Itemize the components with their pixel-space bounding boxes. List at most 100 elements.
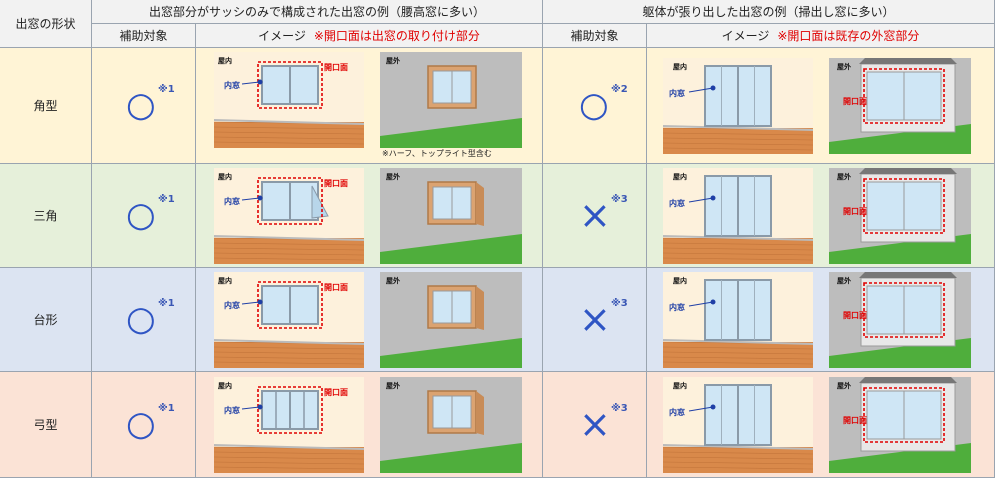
circle-mark-icon: ○: [126, 85, 156, 125]
row-shape-cell: 弓型: [0, 372, 92, 478]
indoor-label: 屋内: [673, 173, 687, 181]
outdoor-illustration: 屋外開口面: [829, 377, 971, 473]
row-note-b: ※3: [611, 194, 628, 205]
header-image-b-prefix: イメージ: [721, 29, 770, 43]
opening-label: 開口面: [843, 207, 867, 216]
indoor-illustration: 屋内内窓開口面: [214, 272, 364, 368]
header-subsidy-b: 補助対象: [543, 24, 647, 48]
row-image-b-cell: 屋内内窓屋外開口面: [647, 372, 995, 478]
indoor-label: 屋内: [218, 173, 232, 181]
outdoor-label: 屋外: [837, 63, 851, 71]
row-image-a-cell: 屋内内窓 開口面 屋外: [196, 164, 543, 268]
indoor-label: 屋内: [218, 277, 232, 285]
row-image-a-cell: 屋内内窓 開口面 屋外: [196, 372, 543, 478]
opening-label: 開口面: [324, 388, 348, 397]
row-subsidy-a-cell: ○※1: [92, 268, 196, 372]
header-image-a-prefix: イメージ: [258, 29, 306, 43]
header-subsidy-b-text: 補助対象: [570, 29, 619, 43]
row-shape-cell: 台形: [0, 268, 92, 372]
outdoor-illustration: 屋外開口面: [829, 168, 971, 264]
opening-label: 開口面: [324, 179, 348, 188]
row-note-a: ※1: [158, 84, 175, 95]
outdoor-label: 屋外: [837, 173, 851, 181]
row-note-b: ※3: [611, 403, 628, 414]
indoor-illustration: 屋内内窓: [663, 377, 813, 473]
inner-window-label: 内窓: [669, 303, 685, 312]
opening-label: 開口面: [843, 311, 867, 320]
indoor-label: 屋内: [673, 63, 687, 71]
outdoor-label: 屋外: [386, 382, 400, 390]
header-group-a-text: 出窓部分がサッシのみで構成された出窓の例（腰高窓に多い）: [148, 5, 485, 19]
indoor-illustration: 屋内内窓: [663, 272, 813, 368]
row-image-b-cell: 屋内内窓屋外開口面: [647, 268, 995, 372]
indoor-label: 屋内: [218, 382, 232, 390]
row-image-a-cell: 屋内内窓開口面 屋外: [196, 268, 543, 372]
inner-window-label: 内窓: [669, 408, 685, 417]
inner-window-label: 内窓: [224, 197, 240, 206]
row-shape-cell: 三角: [0, 164, 92, 268]
row-subsidy-a-cell: ○※1: [92, 164, 196, 268]
indoor-illustration: 屋内内窓: [663, 168, 813, 264]
cross-mark-icon: ×: [579, 193, 611, 237]
cross-mark-icon: ×: [579, 297, 611, 341]
cross-mark-icon: ×: [579, 402, 611, 446]
outdoor-illustration: 屋外: [380, 52, 522, 148]
inner-window-label: 内窓: [224, 81, 240, 90]
indoor-illustration: 屋内内窓 開口面: [214, 52, 364, 148]
indoor-label: 屋内: [218, 57, 232, 65]
header-image-a: イメージ ※開口面は出窓の取り付け部分: [196, 24, 543, 48]
inner-window-label: 内窓: [669, 89, 685, 98]
outdoor-illustration: 屋外開口面: [829, 58, 971, 154]
row-subsidy-b-cell: ×※3: [543, 164, 647, 268]
outdoor-label: 屋外: [386, 173, 400, 181]
row-note-a: ※1: [158, 298, 175, 309]
circle-mark-icon: ○: [579, 85, 609, 125]
row-image-a-cell: 屋内内窓 開口面 屋外 ※ハーフ、トップライト型含む: [196, 48, 543, 164]
header-group-b: 躯体が張り出した出窓の例（掃出し窓に多い）: [543, 0, 995, 24]
inner-window-label: 内窓: [224, 406, 240, 415]
row-image-b-cell: 屋内内窓屋外開口面: [647, 48, 995, 164]
row-note-a: ※1: [158, 403, 175, 414]
circle-mark-icon: ○: [126, 404, 156, 444]
opening-label: 開口面: [843, 97, 867, 106]
outdoor-label: 屋外: [837, 277, 851, 285]
outdoor-label: 屋外: [386, 277, 400, 285]
row-shape-cell: 角型: [0, 48, 92, 164]
outdoor-illustration: 屋外開口面: [829, 272, 971, 368]
outdoor-label: 屋外: [386, 57, 400, 65]
row-subsidy-b-cell: ×※3: [543, 268, 647, 372]
row-note-a: ※1: [158, 194, 175, 205]
row-shape-label: 台形: [33, 313, 58, 327]
header-image-a-note: ※開口面は出窓の取り付け部分: [313, 29, 480, 43]
indoor-illustration: 屋内内窓 開口面: [214, 377, 364, 473]
header-subsidy-a: 補助対象: [92, 24, 196, 48]
opening-label: 開口面: [324, 63, 348, 72]
row-image-b-cell: 屋内内窓屋外開口面: [647, 164, 995, 268]
indoor-illustration: 屋内内窓: [663, 58, 813, 154]
outdoor-illustration: 屋外: [380, 377, 522, 473]
header-subsidy-a-text: 補助対象: [119, 29, 168, 43]
outdoor-illustration: 屋外: [380, 168, 522, 264]
header-shape-text: 出窓の形状: [15, 17, 76, 31]
inner-window-label: 内窓: [669, 199, 685, 208]
row-subsidy-a-cell: ○※1: [92, 48, 196, 164]
header-image-b: イメージ ※開口面は既存の外窓部分: [647, 24, 995, 48]
row-note-b: ※2: [611, 84, 628, 95]
row-subsidy-a-cell: ○※1: [92, 372, 196, 478]
indoor-illustration: 屋内内窓 開口面: [214, 168, 364, 264]
kaku-footnote: ※ハーフ、トップライト型含む: [382, 149, 492, 158]
opening-label: 開口面: [324, 283, 348, 292]
circle-mark-icon: ○: [126, 299, 156, 339]
row-subsidy-b-cell: ×※3: [543, 372, 647, 478]
row-shape-label: 角型: [33, 99, 58, 113]
indoor-label: 屋内: [673, 382, 687, 390]
header-group-b-text: 躯体が張り出した出窓の例（掃出し窓に多い）: [642, 5, 895, 19]
row-subsidy-b-cell: ○※2: [543, 48, 647, 164]
header-shape-col: 出窓の形状: [0, 0, 92, 48]
opening-label: 開口面: [843, 416, 867, 425]
outdoor-illustration: 屋外: [380, 272, 522, 368]
header-group-a: 出窓部分がサッシのみで構成された出窓の例（腰高窓に多い）: [92, 0, 543, 24]
header-image-b-note: ※開口面は既存の外窓部分: [777, 29, 920, 43]
row-shape-label: 弓型: [33, 418, 58, 432]
